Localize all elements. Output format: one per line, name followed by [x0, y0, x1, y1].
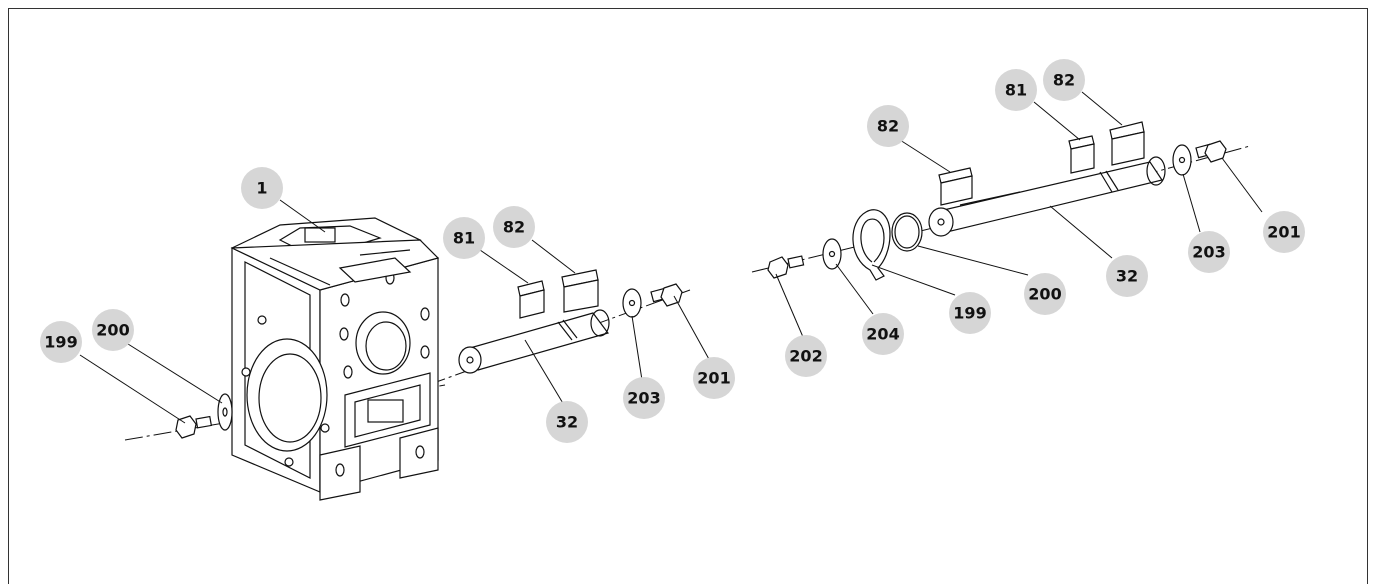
key-82-right-front: [938, 167, 973, 206]
washer-left: [217, 393, 233, 431]
gearbox-housing: [230, 217, 440, 501]
shaft-left: [458, 309, 610, 374]
callout-200-left: 200: [92, 309, 134, 351]
svg-text:82: 82: [503, 218, 525, 237]
svg-text:82: 82: [1053, 71, 1075, 90]
key-81-right: [1068, 135, 1095, 174]
centerline-right-end: [1139, 145, 1251, 177]
callout-202: 202: [785, 335, 827, 377]
svg-text:81: 81: [453, 229, 475, 248]
callout-201-right: 201: [1263, 211, 1305, 253]
svg-text:201: 201: [697, 369, 730, 388]
svg-text:32: 32: [556, 413, 578, 432]
svg-text:199: 199: [953, 304, 986, 323]
key-82-right-rear: [1109, 121, 1145, 166]
svg-text:1: 1: [256, 179, 267, 198]
callout-200-right: 200: [1024, 273, 1066, 315]
callout-204: 204: [862, 313, 904, 355]
shaft-right: [928, 156, 1166, 237]
svg-text:201: 201: [1267, 223, 1300, 242]
svg-text:200: 200: [96, 321, 129, 340]
callout-199-left: 199: [40, 321, 82, 363]
svg-text:32: 32: [1116, 267, 1138, 286]
callout-82-left: 82: [493, 206, 535, 248]
diagram-frame: [8, 8, 1368, 584]
callout-1: 1: [241, 167, 283, 209]
key-82-left: [561, 269, 599, 313]
bolt-202: [767, 255, 805, 279]
leader-lines: [79, 91, 1263, 424]
callout-203-right: 203: [1188, 231, 1230, 273]
callout-201-left: 201: [693, 357, 735, 399]
callout-199-right: 199: [949, 292, 991, 334]
svg-text:203: 203: [1192, 243, 1225, 262]
svg-text:199: 199: [44, 333, 77, 352]
bolt-left: [175, 415, 213, 439]
svg-text:203: 203: [627, 389, 660, 408]
washer-203-right: [1172, 144, 1192, 176]
washer-204: [822, 238, 842, 270]
ring-200: [891, 212, 923, 252]
callout-32-left: 32: [546, 401, 588, 443]
key-81-left: [517, 280, 545, 319]
circlip-199: [852, 209, 891, 281]
washer-203-left: [622, 288, 642, 318]
callout-203-left: 203: [623, 377, 665, 419]
callout-81-right: 81: [995, 69, 1037, 111]
svg-text:202: 202: [789, 347, 822, 366]
callout-32-right: 32: [1106, 255, 1148, 297]
callout-82-right-front: 82: [867, 105, 909, 147]
screw-201-right: [1195, 140, 1227, 163]
callout-81-left: 81: [443, 217, 485, 259]
svg-text:200: 200: [1028, 285, 1061, 304]
svg-text:204: 204: [866, 325, 899, 344]
svg-text:82: 82: [877, 117, 899, 136]
callout-82-right-rear: 82: [1043, 59, 1085, 101]
svg-text:81: 81: [1005, 81, 1027, 100]
